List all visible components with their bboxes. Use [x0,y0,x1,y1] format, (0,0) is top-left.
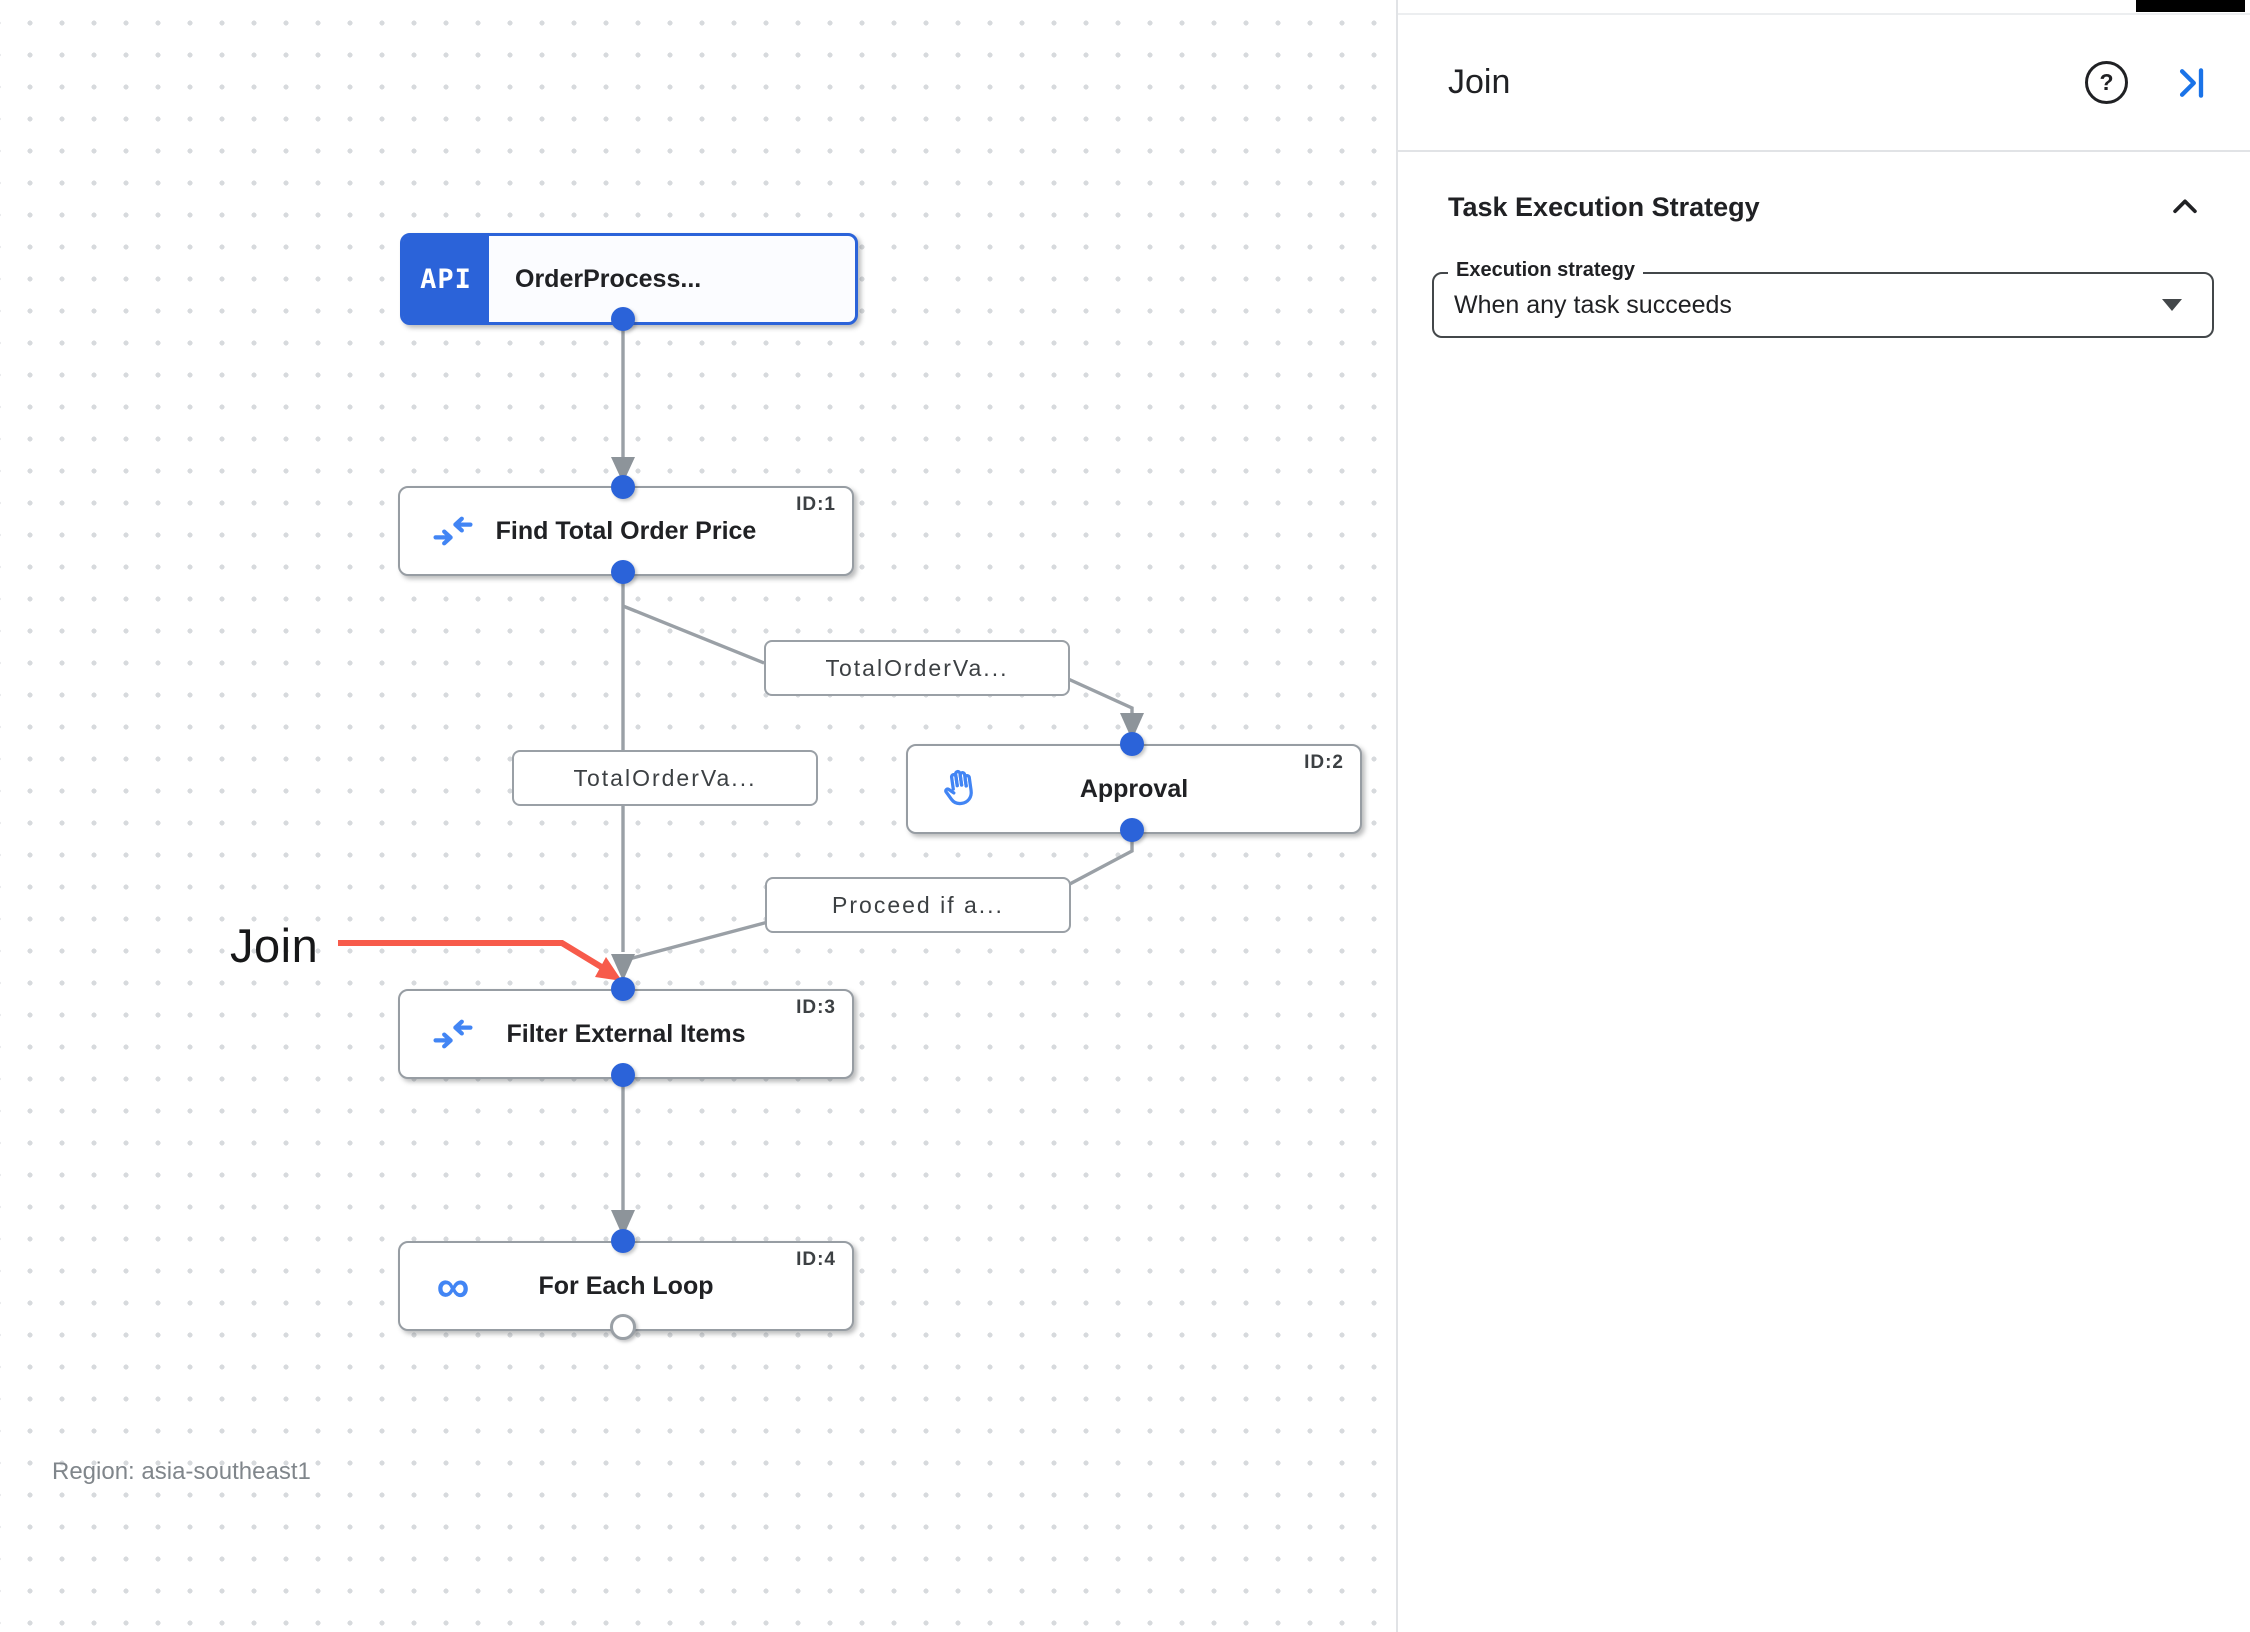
connection-dot[interactable] [611,307,635,331]
node-title: Find Total Order Price [495,516,757,545]
region-label: Region: asia-southeast1 [52,1458,311,1485]
execution-strategy-value: When any task succeeds [1454,290,1732,319]
section-header[interactable]: Task Execution Strategy [1448,190,2214,224]
edge-label-totalordervalue-1[interactable]: TotalOrderVa... [764,640,1070,696]
chevron-up-icon[interactable] [2168,190,2202,224]
api-trigger-badge-label: API [420,263,472,295]
infinity-loop-icon: ∞ [436,1260,470,1312]
node-id-badge: ID:3 [796,997,836,1018]
details-panel: Join ? Task Execution Strategy [1396,0,2250,1632]
hand-icon [938,766,984,812]
panel-header: Join ? [1398,13,2250,152]
workflow-canvas[interactable]: TotalOrderVa... TotalOrderVa... Proceed … [0,0,1396,1632]
connection-dot[interactable] [611,1063,635,1087]
node-title: Filter External Items [506,1019,746,1048]
data-mapping-icon [430,508,476,554]
arrowhead [611,457,635,483]
screen-artifact-bar [2136,0,2245,12]
task-execution-strategy-section: Task Execution Strategy Execution strate… [1398,152,2250,338]
edge-approval-to-filter-a[interactable] [1065,830,1134,888]
connection-dot-join-target[interactable] [611,977,635,1001]
collapse-panel-right-icon[interactable] [2174,65,2210,101]
execution-strategy-label: Execution strategy [1448,259,1643,282]
edge-find-to-approval-a[interactable] [622,604,765,665]
edge-label-proceed-if[interactable]: Proceed if a... [765,877,1071,933]
execution-strategy-select[interactable]: Execution strategy When any task succeed… [1432,259,2214,338]
data-mapping-icon [430,1011,476,1057]
edge-layer [338,319,1144,1237]
edge-label-totalordervalue-2[interactable]: TotalOrderVa... [512,750,818,806]
connection-dot[interactable] [611,475,635,499]
caret-down-icon [2162,299,2182,311]
help-glyph: ? [2099,69,2114,95]
help-icon[interactable]: ? [2085,61,2128,104]
arrowhead [611,954,635,981]
node-id-badge: ID:4 [796,1249,836,1270]
join-annotation-label: Join [230,919,319,972]
connection-dot[interactable] [611,1229,635,1253]
edge-find-to-approval-b[interactable] [1065,676,1134,713]
connection-dot-empty[interactable] [610,1314,636,1340]
node-id-badge: ID:2 [1304,752,1344,773]
join-annotation-arrow [338,940,622,981]
section-heading: Task Execution Strategy [1448,191,1760,222]
node-id-badge: ID:1 [796,494,836,515]
connection-dot[interactable] [1120,818,1144,842]
edge-approval-to-filter-b[interactable] [628,920,769,961]
node-title: For Each Loop [538,1271,714,1300]
connection-dot[interactable] [611,560,635,584]
arrowhead [1120,713,1144,740]
node-title: OrderProcess... [515,264,702,293]
connection-dot[interactable] [1120,732,1144,756]
panel-title: Join [1448,63,1511,101]
arrowhead [611,1210,635,1237]
node-title: Approval [1079,774,1189,803]
api-trigger-badge: API [403,236,489,322]
